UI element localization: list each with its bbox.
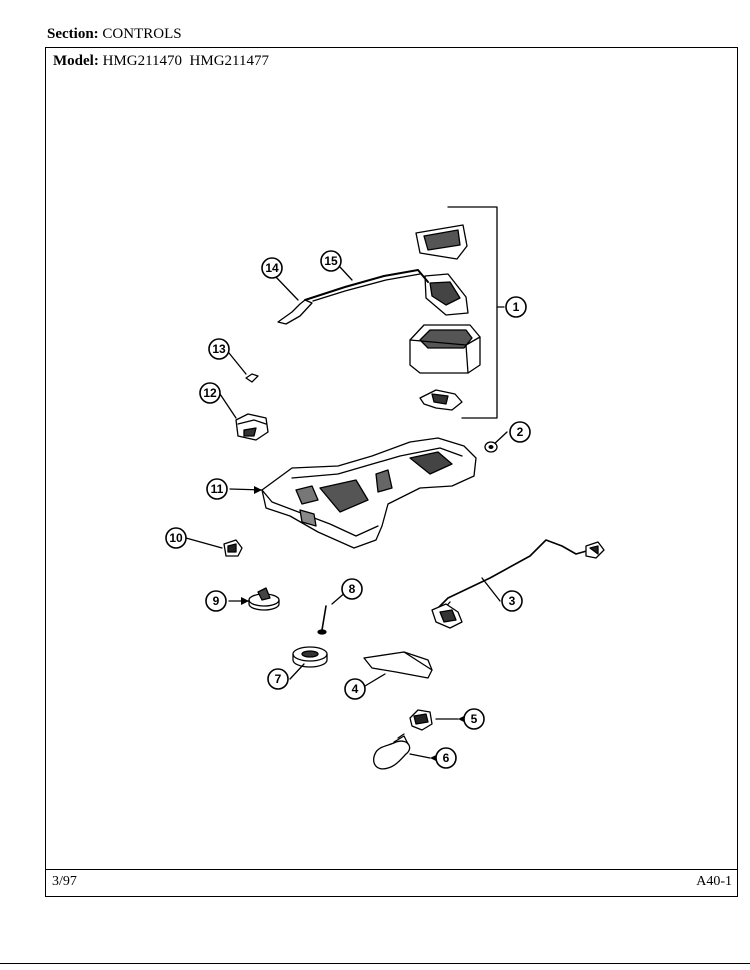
control-panel-top-part — [415, 224, 468, 260]
control-panel-switch-part — [424, 273, 469, 316]
callout-4: 4 — [344, 678, 366, 700]
section-value: CONTROLS — [102, 26, 182, 42]
actuator-rod-long-part — [304, 269, 429, 301]
knob-large-part — [292, 646, 328, 668]
callout-5: 5 — [463, 708, 485, 730]
callout-label: 9 — [213, 594, 220, 608]
model-label: Model: — [53, 53, 99, 69]
callout-14: 14 — [261, 257, 283, 279]
callout-13: 13 — [208, 338, 230, 360]
section-label: Section: — [47, 26, 99, 42]
group-bracket — [447, 206, 498, 419]
callout-label: 3 — [509, 594, 516, 608]
callout-label: 13 — [212, 342, 226, 356]
control-base-part — [261, 437, 477, 549]
callout-10: 10 — [165, 527, 187, 549]
lamp-socket-part — [409, 709, 433, 731]
callout-label: 5 — [471, 712, 478, 726]
callout-label: 14 — [265, 261, 279, 275]
callout-8: 8 — [341, 578, 363, 600]
callout-label: 10 — [169, 531, 183, 545]
diagram-frame — [45, 47, 738, 897]
callout-6: 6 — [435, 747, 457, 769]
footer-rule — [45, 869, 738, 870]
callout-1: 1 — [505, 296, 527, 318]
callout-label: 15 — [324, 254, 338, 268]
revision-date: 3/97 — [52, 874, 77, 889]
callout-label: 7 — [275, 672, 282, 686]
callout-3: 3 — [501, 590, 523, 612]
wire-harness-part — [431, 539, 605, 629]
control-panel-housing-part — [409, 324, 481, 374]
callout-label: 11 — [211, 482, 224, 496]
callout-label: 12 — [203, 386, 217, 400]
actuator-rod-short-part — [277, 299, 313, 325]
light-bulb-part — [373, 733, 411, 770]
page-bottom-rule — [0, 963, 750, 964]
callout-11: 11 — [206, 478, 228, 500]
model-heading: Model: HMG211470 HMG211477 — [53, 53, 269, 70]
page-code: A40-1 — [696, 874, 732, 889]
model-numbers: HMG211470 HMG211477 — [102, 53, 269, 69]
callout-15: 15 — [320, 250, 342, 272]
callout-label: 4 — [352, 682, 359, 696]
callout-label: 8 — [349, 582, 356, 596]
knob-small-part — [248, 587, 280, 611]
callout-label: 1 — [513, 300, 520, 314]
pin-part — [245, 373, 259, 383]
screw-part — [317, 605, 327, 635]
callout-9: 9 — [205, 590, 227, 612]
relay-part — [235, 413, 269, 441]
actuator-rod-edge — [312, 273, 421, 302]
callout-2: 2 — [509, 421, 531, 443]
section-heading: Section: CONTROLS — [47, 26, 182, 43]
callout-label: 2 — [517, 425, 524, 439]
callout-12: 12 — [199, 382, 221, 404]
callout-7: 7 — [267, 668, 289, 690]
shield-part — [363, 651, 433, 679]
nut-part — [484, 441, 498, 453]
control-panel-bracket-part — [419, 389, 463, 411]
callout-label: 6 — [443, 751, 450, 765]
